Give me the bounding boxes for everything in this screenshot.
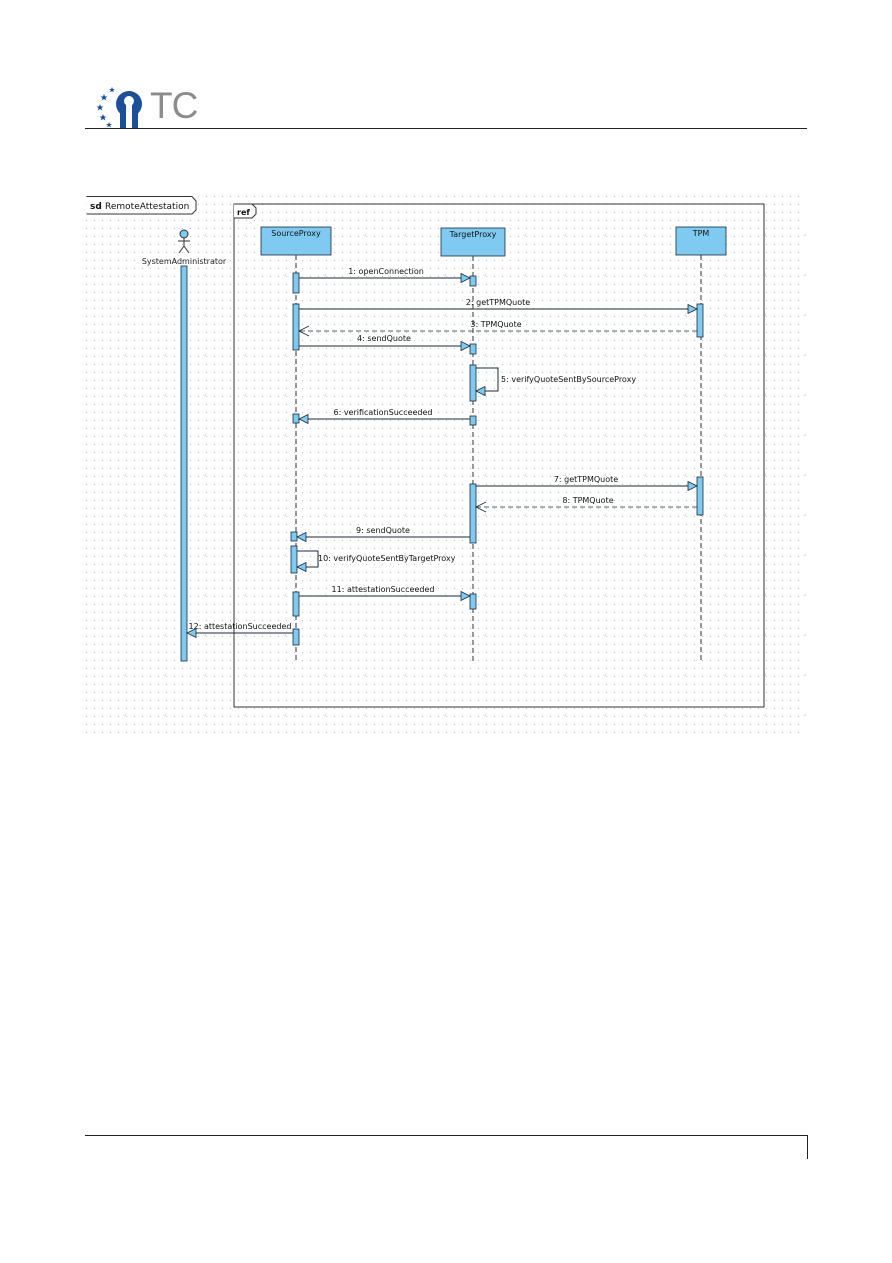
header-rule: [85, 128, 807, 129]
actor-activation: [180, 265, 188, 662]
ref-fragment-tab: [234, 203, 257, 219]
message-label: 10: verifyQuoteSentByTargetProxy: [318, 554, 456, 563]
message-2: 2: getTPMQuote: [299, 298, 698, 315]
footer-page-marker: [807, 1135, 808, 1159]
activation-bar: [290, 531, 298, 542]
message-label: 12: attestationSucceeded: [189, 622, 292, 631]
ref-fragment: [233, 203, 765, 708]
lifeline-name-source: SourceProxy: [271, 229, 321, 238]
lifeline-name-target: TargetProxy: [449, 230, 497, 239]
lifeline-name-tpm: TPM: [692, 229, 710, 238]
message-8: 8: TPMQuote: [475, 496, 697, 513]
message-label: 1: openConnection: [348, 267, 424, 276]
sd-keyword: sd: [90, 202, 102, 212]
activation-bar: [292, 272, 300, 294]
message-label: 7: getTPMQuote: [554, 475, 618, 484]
activation-bar: [696, 476, 704, 516]
activation-bar: [292, 413, 300, 424]
message-label: 11: attestationSucceeded: [332, 585, 435, 594]
message-label: 2: getTPMQuote: [466, 298, 530, 307]
message-label: 8: TPMQuote: [562, 496, 613, 505]
message-label: 9: sendQuote: [356, 526, 410, 535]
message-label: 4: sendQuote: [357, 334, 411, 343]
message-4: 4: sendQuote: [299, 334, 471, 352]
itc-logo-icon: [96, 87, 142, 128]
message-label: 3: TPMQuote: [470, 320, 521, 329]
message-3: 3: TPMQuote: [298, 320, 697, 337]
logo-text: TC: [150, 85, 198, 126]
activation-bar: [469, 483, 477, 544]
message-9: 9: sendQuote: [296, 526, 470, 543]
message-label: 5: verifyQuoteSentBySourceProxy: [501, 375, 636, 384]
activation-bar: [696, 303, 704, 338]
message-label: 6: verificationSucceeded: [333, 408, 432, 417]
activation-bar: [292, 591, 300, 617]
activation-bar: [469, 415, 477, 426]
message-5: 5: verifyQuoteSentBySourceProxy: [475, 367, 636, 397]
message-1: 1: openConnection: [299, 267, 471, 284]
activation-bar: [469, 593, 477, 610]
activation-bar: [290, 545, 298, 574]
ref-label: ref: [237, 208, 250, 217]
grid-crosses: [86, 196, 806, 738]
activation-bar: [292, 628, 300, 646]
message-11: 11: attestationSucceeded: [299, 585, 471, 602]
footer-rule: [85, 1135, 807, 1136]
activation-bar: [292, 303, 300, 351]
activation-bar: [469, 343, 477, 355]
sd-frame-name: RemoteAttestation: [105, 202, 189, 212]
activation-bar: [469, 364, 477, 402]
activation-bar: [469, 275, 477, 287]
sequence-diagram: sd RemoteAttestation ref SystemAdministr…: [86, 196, 806, 738]
message-6: 6: verificationSucceeded: [298, 408, 470, 425]
message-7: 7: getTPMQuote: [476, 475, 698, 492]
actor-figure-icon: [178, 229, 190, 254]
sd-frame-tab: [86, 196, 197, 215]
message-12: 12: attestationSucceeded: [186, 622, 293, 639]
actor-name: SystemAdministrator: [142, 257, 227, 266]
message-10: 10: verifyQuoteSentByTargetProxy: [296, 550, 456, 573]
